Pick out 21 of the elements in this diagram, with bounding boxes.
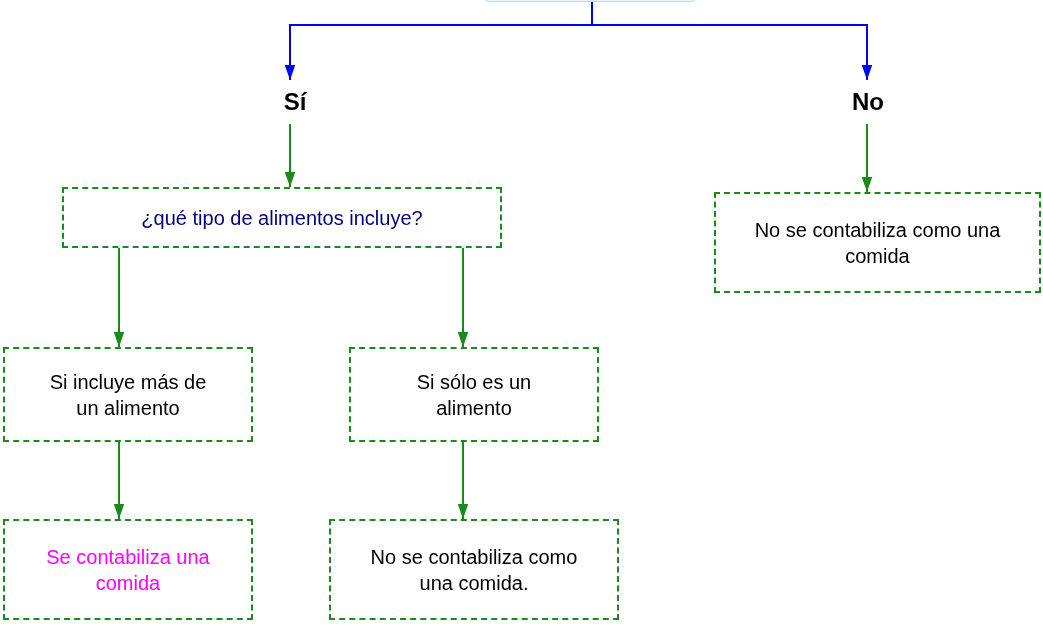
dashed-box bbox=[329, 519, 619, 620]
arrow bbox=[457, 247, 469, 348]
dashed-box bbox=[349, 347, 599, 442]
arrow bbox=[861, 123, 873, 193]
box-text: ¿qué tipo de alimentos incluye? bbox=[141, 205, 423, 231]
dashed-box bbox=[714, 192, 1041, 293]
box-text: Se contabiliza una comida bbox=[45, 544, 211, 596]
arrow bbox=[457, 441, 469, 520]
arrow bbox=[591, 1, 873, 81]
branch-label: Sí bbox=[270, 80, 320, 124]
box-text: No se contabiliza como una comida bbox=[753, 217, 1002, 269]
dashed-box bbox=[3, 519, 253, 620]
dashed-box bbox=[3, 347, 253, 442]
arrow bbox=[113, 247, 125, 348]
branch-label: No bbox=[843, 80, 893, 124]
dashed-box bbox=[62, 187, 502, 248]
box-text: Si sólo es un alimento bbox=[415, 369, 533, 421]
arrow bbox=[284, 123, 296, 188]
box-text: No se contabiliza como una comida. bbox=[369, 544, 579, 596]
box-text: Si incluye más de un alimento bbox=[48, 369, 208, 421]
arrow bbox=[113, 441, 125, 520]
